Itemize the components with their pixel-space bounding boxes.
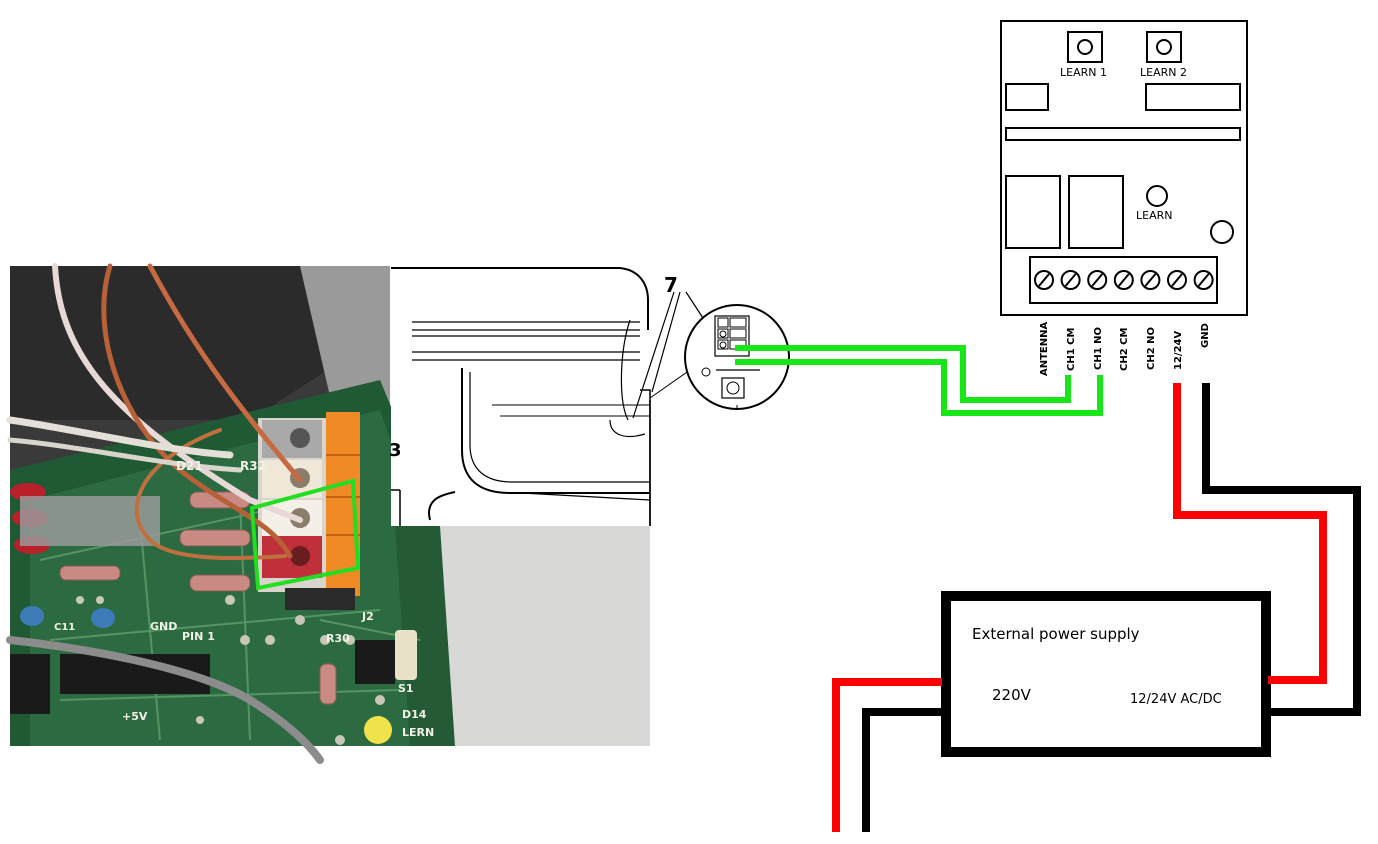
mains-wire-live [832, 678, 942, 832]
opener-side-number: 3 [389, 440, 402, 461]
screw-slot [1038, 273, 1050, 287]
silk-j2: J2 [361, 610, 374, 623]
terminal-antenna: ANTENNA [1039, 322, 1050, 376]
learn2-button[interactable] [1146, 31, 1182, 63]
screw-slot [1091, 273, 1103, 287]
screw-slot [1144, 273, 1157, 287]
learn-label: LEARN [1136, 209, 1172, 222]
silk-5v: +5V [122, 710, 148, 723]
terminal-ch2-no: CH2 NO [1146, 327, 1157, 370]
signal-wire-ch1-no [735, 359, 1103, 416]
silk-s1: S1 [398, 682, 414, 695]
silk-r32: R32 [240, 459, 266, 473]
terminal-gnd: GND [1200, 323, 1211, 348]
receiver-board: LEARN 1 LEARN 2 LEARN [1000, 20, 1248, 316]
pcb-photo: D21 R32 C11 GND PIN 1 +5V R30 D14 LERN S… [6, 263, 650, 764]
terminal-ch1-cm: CH1 CM [1066, 328, 1077, 371]
learn1-label: LEARN 1 [1060, 66, 1107, 79]
silk-gnd: GND [150, 620, 177, 633]
positive-wire-output [1173, 383, 1327, 684]
wago-connector [258, 412, 360, 610]
signal-wire-ch1-cm [735, 345, 1071, 403]
silk-lern: LERN [402, 726, 434, 739]
learn2-label: LEARN 2 [1140, 66, 1187, 79]
ground-wire-output [1202, 383, 1361, 716]
terminal-ch2-cm: CH2 CM [1119, 328, 1130, 371]
terminal-ch1-no: CH1 NO [1093, 327, 1104, 370]
silk-d21: D21 [176, 459, 203, 473]
opener-drawing [391, 266, 717, 526]
silk-d14: D14 [402, 708, 427, 721]
terminal-12-24v: 12/24V [1173, 331, 1184, 370]
learn1-button[interactable] [1067, 31, 1103, 63]
screw-slot [1118, 273, 1130, 287]
callout-number: 7 [664, 273, 678, 297]
pcb-silkscreen-labels: D21 R32 C11 GND PIN 1 +5V R30 D14 LERN S… [54, 459, 434, 739]
power-supply-box: External power supply 220V 12/24V AC/DC [941, 591, 1271, 757]
mains-wire-neutral [862, 708, 942, 832]
terminal-labels: ANTENNA CH1 CM CH1 NO CH2 CM CH2 NO 12/2… [1039, 322, 1211, 376]
power-supply-title: External power supply [972, 625, 1140, 643]
power-supply-input-label: 220V [992, 686, 1032, 704]
screw-slot [1064, 273, 1077, 287]
screw-slot [1171, 273, 1183, 287]
led-indicator [1210, 220, 1234, 244]
power-supply-output-label: 12/24V AC/DC [1130, 692, 1222, 707]
silk-c11: C11 [54, 622, 75, 633]
silk-pin1: PIN 1 [182, 630, 215, 643]
terminal-zoom-circle [684, 304, 790, 410]
connector-highlight [249, 478, 361, 591]
learn-button-round[interactable] [1146, 185, 1168, 207]
screw-slot [1197, 273, 1210, 287]
silk-r30: R30 [326, 632, 350, 645]
